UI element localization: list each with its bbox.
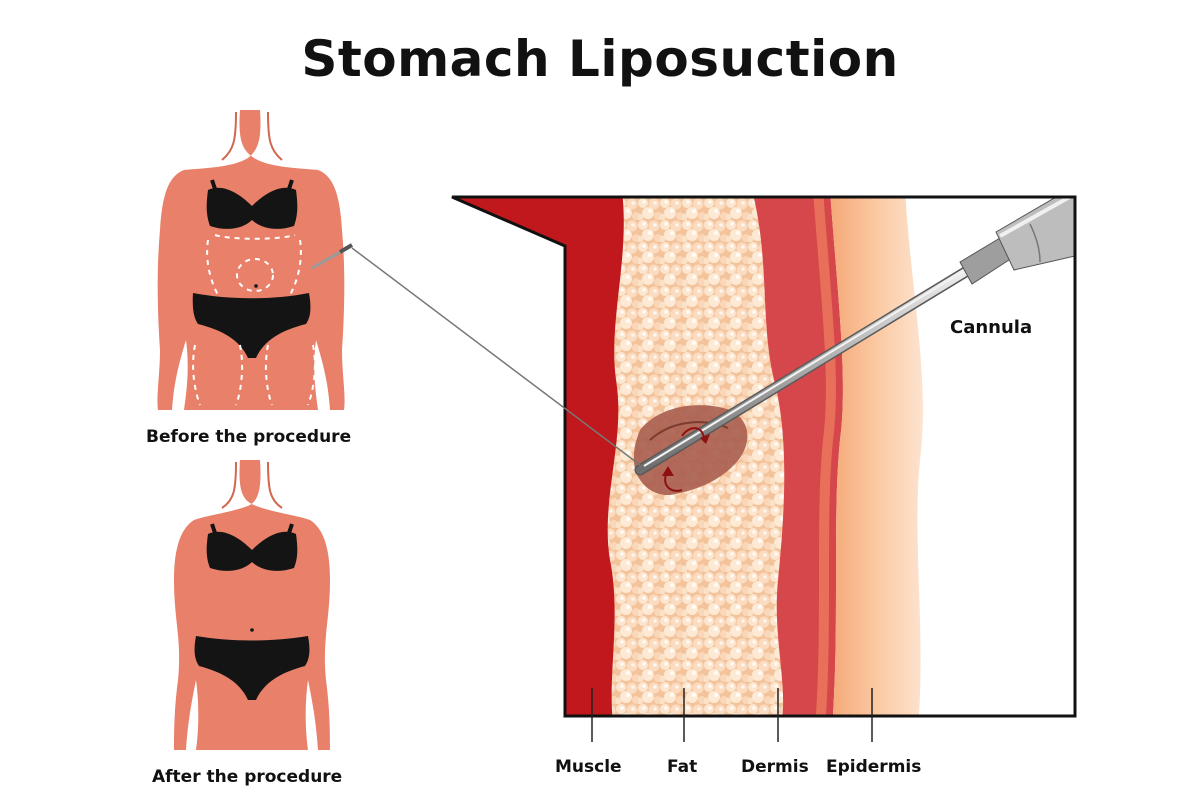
before-bra [206, 187, 298, 229]
before-panties [192, 293, 311, 358]
skin-cross-section [452, 197, 1075, 716]
cannula [634, 197, 1075, 476]
layer-ticks [591, 688, 873, 742]
muscle-layer [452, 197, 640, 716]
after-body-figure [174, 460, 330, 750]
epidermis-label: Epidermis [826, 757, 922, 777]
pointer-line [351, 247, 641, 466]
after-caption: After the procedure [152, 767, 343, 787]
fat-label: Fat [667, 757, 698, 777]
dermis-label: Dermis [741, 757, 809, 777]
treatment-zones [192, 234, 316, 406]
after-panties [194, 636, 310, 700]
after-body-silhouette [174, 460, 330, 750]
muscle-label: Muscle [555, 757, 622, 777]
diagram-frame [451, 195, 1077, 718]
before-body-silhouette [157, 110, 345, 410]
cannula-label: Cannula [950, 317, 1033, 338]
before-body-figure [157, 110, 354, 410]
after-bra [206, 531, 298, 571]
epidermis-layer [830, 197, 923, 716]
before-caption: Before the procedure [146, 427, 352, 447]
page-title: Stomach Liposuction [301, 30, 899, 88]
